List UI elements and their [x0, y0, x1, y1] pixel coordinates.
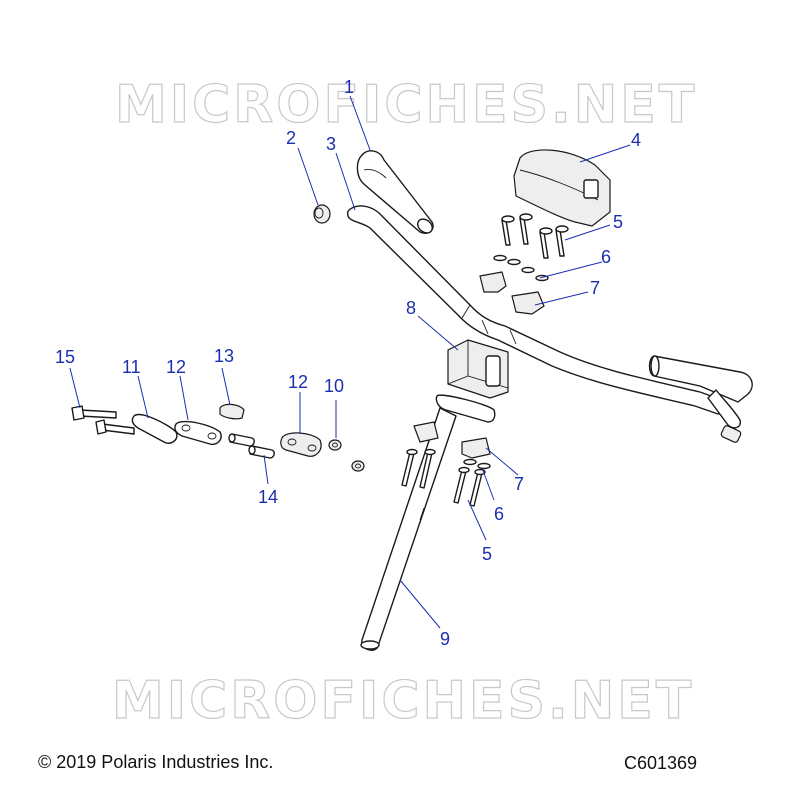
- part-12-clamp-right: [280, 432, 322, 457]
- figure-code: C601369: [624, 753, 698, 773]
- callouts: 1 2 3 4 5 6 7 8 12 13 11 15 10 14 7 6 5 …: [55, 77, 641, 649]
- part-10-nuts: [328, 439, 365, 472]
- callout-7-upper: 7: [590, 278, 600, 298]
- callout-12-left: 12: [166, 357, 186, 377]
- part-7-clamp-upper: [479, 271, 545, 315]
- part-7-clamp-lower: [413, 421, 491, 459]
- callout-3: 3: [326, 134, 336, 154]
- callout-6-upper: 6: [601, 247, 611, 267]
- callout-2: 2: [286, 128, 296, 148]
- callout-4: 4: [631, 130, 641, 150]
- part-11-plate: [131, 413, 178, 444]
- callout-7-lower: 7: [514, 474, 524, 494]
- callout-15: 15: [55, 347, 75, 367]
- part-9-stem: [360, 394, 496, 651]
- part-13-spacer: [219, 403, 245, 420]
- part-12-clamp-left: [174, 420, 222, 446]
- part-8-riser-clamp: [447, 339, 509, 399]
- callout-5-lower: 5: [482, 544, 492, 564]
- callout-1: 1: [344, 77, 354, 97]
- part-1-grip: [356, 150, 434, 234]
- callout-5-upper: 5: [613, 212, 623, 232]
- part-3-handlebar: [346, 205, 742, 443]
- part-5-bolts-lower: [401, 448, 486, 507]
- part-6-washers-lower: [463, 458, 491, 470]
- part-6-washers-upper: [493, 254, 549, 282]
- part-5-bolts-upper: [501, 213, 569, 259]
- part-4-crossbar-pad: [513, 149, 611, 227]
- watermark-top: MICROFICHES.NET: [115, 75, 697, 135]
- callout-12-right: 12: [288, 372, 308, 392]
- callout-6-lower: 6: [494, 504, 504, 524]
- part-1-grip-right: [648, 355, 753, 429]
- callout-8: 8: [406, 298, 416, 318]
- copyright-text: © 2019 Polaris Industries Inc.: [38, 752, 274, 772]
- callout-9: 9: [440, 629, 450, 649]
- callout-10: 10: [324, 376, 344, 396]
- callout-14: 14: [258, 487, 278, 507]
- callout-11: 11: [122, 357, 141, 377]
- part-2-plug: [313, 204, 331, 224]
- leader-lines: [69, 95, 631, 629]
- part-15-bolts: [71, 405, 135, 435]
- part-14-bushings: [228, 433, 275, 459]
- callout-13: 13: [214, 346, 234, 366]
- watermark-bottom: MICROFICHES.NET: [112, 671, 694, 731]
